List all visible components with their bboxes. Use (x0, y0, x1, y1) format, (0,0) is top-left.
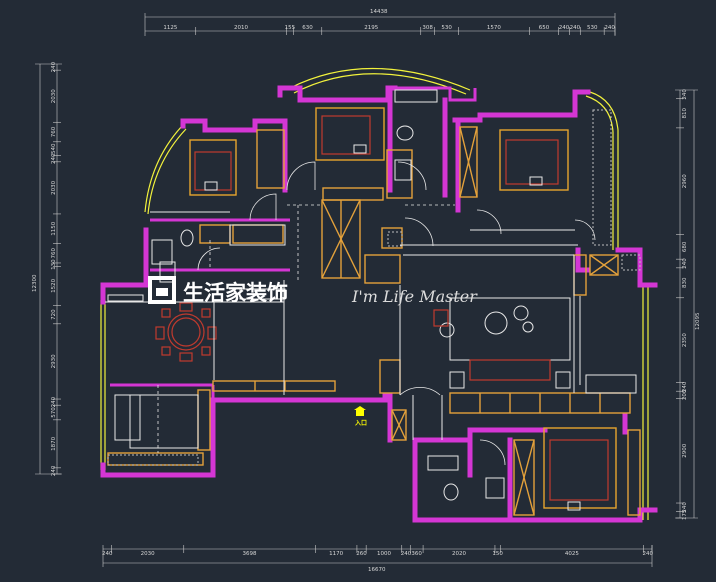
dim-label: 308 (422, 25, 433, 31)
dim-label: 540 (51, 143, 57, 154)
balcony-railings (107, 109, 641, 466)
dim-label: 2930 (51, 354, 57, 368)
dim-label: 2900 (682, 443, 688, 457)
dim-label: 240 (51, 61, 57, 72)
dim-label: 2020 (452, 551, 466, 557)
dim-label: 810 (682, 108, 688, 119)
dim-label: 2195 (364, 25, 378, 31)
dim-label: 530 (441, 25, 452, 31)
dim-label: 360 (411, 551, 422, 557)
dim-label: 240 (642, 551, 653, 557)
brand-logo-icon (148, 276, 176, 304)
entry-label: 入口 (354, 420, 367, 427)
curved-walls (100, 67, 649, 520)
dim-label: 720 (51, 309, 57, 320)
dim-label: 760 (51, 247, 57, 258)
entry-icon (354, 406, 366, 416)
dim-label: 1870 (51, 436, 57, 450)
dimension-right: 12095 2408102960680240830235024020029002… (675, 89, 701, 520)
dim-label: 3698 (243, 551, 257, 557)
dim-label: 680 (682, 241, 688, 252)
dim-label: 240 (559, 25, 570, 31)
dimension-top: 14438 1125 2010 155 630 2195 308 530 1570 650 240… (144, 9, 615, 36)
dim-label: 240 (401, 551, 412, 557)
dim-label: 200 (682, 389, 688, 400)
dim-label: 240 (51, 465, 57, 476)
dim-label: 2350 (682, 333, 688, 347)
dim-bottom-total: 16670 (368, 567, 386, 573)
dim-label: 240 (682, 258, 688, 269)
doors (197, 161, 596, 466)
interior-lines (105, 204, 578, 453)
walls (100, 85, 658, 523)
dim-label: 240 (604, 25, 615, 31)
dim-right-total: 12095 (695, 312, 701, 330)
dim-label: 240 (51, 153, 57, 164)
dim-label: 240 (682, 502, 688, 513)
dining-table (155, 302, 217, 362)
entry-marker: 入口 (354, 406, 367, 427)
dim-label: 240 (51, 396, 57, 407)
dim-label: 2010 (234, 25, 248, 31)
dim-label: 240 (570, 25, 581, 31)
dim-label: 1520 (51, 278, 57, 292)
dim-label: 240 (102, 551, 113, 557)
dim-label: 4025 (565, 551, 579, 557)
dim-label: 650 (539, 25, 550, 31)
dim-label: 1000 (377, 551, 391, 557)
dim-label: 155 (285, 25, 296, 31)
dim-label: 1170 (329, 551, 343, 557)
dim-label: 1570 (487, 25, 501, 31)
dim-label: 240 (682, 89, 688, 100)
dim-label: 1125 (163, 25, 177, 31)
dim-label: 150 (492, 551, 503, 557)
dimension-left: 12300 2402030760540240203011507601301520… (32, 61, 62, 476)
dim-label: 130 (51, 259, 57, 270)
dim-label: 760 (51, 126, 57, 137)
cabinets (107, 126, 641, 516)
dim-label: 1150 (51, 221, 57, 235)
dim-label: 175 (682, 509, 688, 520)
dim-label: 2030 (51, 180, 57, 194)
dim-label: 2030 (141, 551, 155, 557)
brand-name: 生活家装饰 (183, 281, 288, 305)
dim-left-total: 12300 (32, 274, 38, 292)
brand-watermark: 生活家装饰 I'm Life Master (148, 276, 478, 306)
dim-label: 830 (682, 277, 688, 288)
dim-label: 2030 (51, 89, 57, 103)
dim-label: 240 (682, 381, 688, 392)
brand-tagline: I'm Life Master (351, 287, 478, 306)
living-room-furniture (433, 296, 637, 394)
dim-top-total: 14438 (370, 9, 388, 15)
beds (189, 107, 617, 511)
dim-label: 570 (51, 407, 57, 418)
dim-label: 530 (587, 25, 598, 31)
dim-label: 2960 (682, 174, 688, 188)
fixtures (107, 89, 505, 501)
dim-label: 260 (356, 551, 367, 557)
dim-label: 630 (302, 25, 313, 31)
